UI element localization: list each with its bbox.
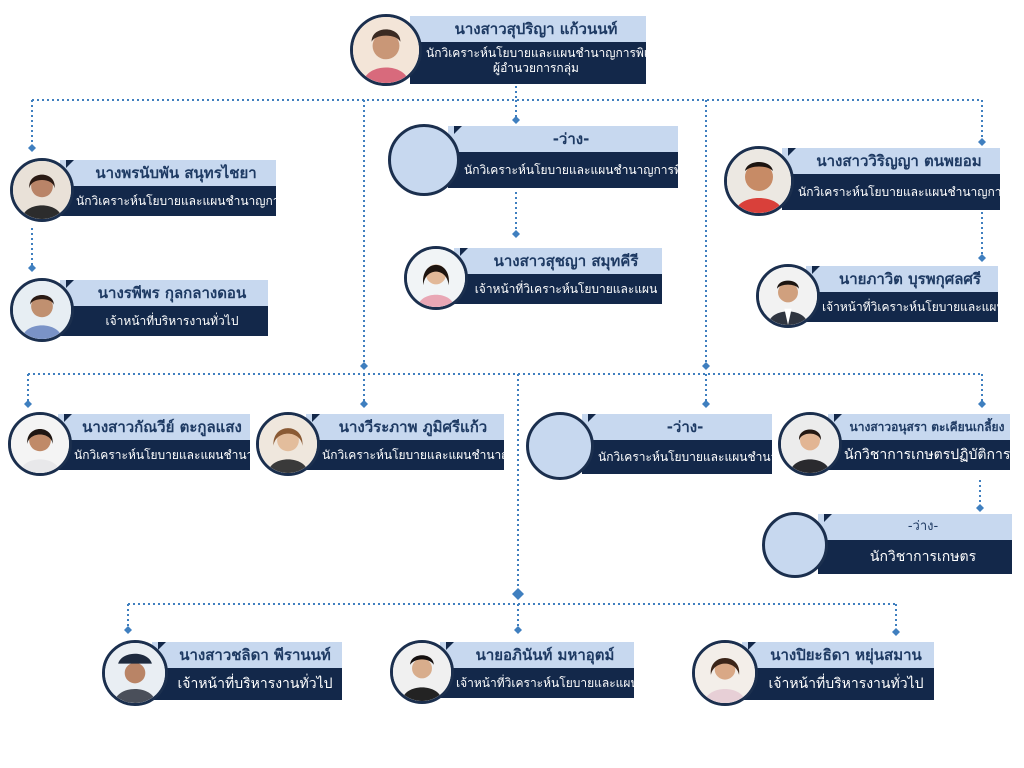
card-bar: นางสาวกัณวีย์ ตะกูลแสง นักวิเคราะห์นโยบา… (58, 414, 250, 476)
card-l2: นางรพีพร กุลกลางดอน เจ้าหน้าที่บริหารงาน… (10, 278, 268, 342)
card-b1: นางสาวชลิดา พีรานนท์ เจ้าหน้าที่บริหารงา… (102, 640, 342, 706)
corner-notch (748, 642, 756, 650)
title-line-1: นักวิเคราะห์นโยบายและแผนชำนาญการพิเศษ (426, 46, 646, 60)
card-bar: นางวีระภาพ ภูมิศรีแก้ว นักวิเคราะห์นโยบา… (306, 414, 504, 476)
person-title: นักวิเคราะห์นโยบายและแผนชำนาญการพิเศษ (448, 152, 678, 188)
card-c2: นางสาวสุชญา สมุทคีรี เจ้าหน้าที่วิเคราะห… (404, 246, 662, 310)
card-bar: นายอภินันท์ มหาอุตม์ เจ้าหน้าที่วิเคราะห… (440, 642, 634, 704)
card-bar: นางสาวสุชญา สมุทคีรี เจ้าหน้าที่วิเคราะห… (454, 248, 662, 310)
corner-notch (834, 414, 842, 422)
card-bar: นางสาวชลิดา พีรานนท์ เจ้าหน้าที่บริหารงา… (152, 642, 342, 706)
vacant-photo-placeholder (388, 124, 460, 196)
person-title: เจ้าหน้าที่บริหารงานทั่วไป (742, 668, 934, 700)
card-r2: นายภาวิต บุรพกุศลศรี เจ้าหน้าที่วิเคราะห… (756, 264, 998, 328)
vacant-photo-placeholder (526, 412, 594, 480)
card-bar: นางพรนับพัน สนุทรไชยา นักวิเคราะห์นโยบาย… (60, 160, 276, 222)
card-m5: -ว่าง- นักวิชาการเกษตร (762, 512, 1012, 578)
avatar-photo (10, 278, 74, 342)
person-name: นางวีระภาพ ภูมิศรีแก้ว (306, 414, 504, 440)
avatar-photo (102, 640, 168, 706)
avatar-photo (256, 412, 320, 476)
card-m1: นางสาวกัณวีย์ ตะกูลแสง นักวิเคราะห์นโยบา… (8, 412, 250, 476)
avatar-photo (8, 412, 72, 476)
card-bar: -ว่าง- นักวิชาการเกษตร (818, 514, 1012, 578)
person-name: นางสาววิริญญา ตนพยอม (782, 148, 1000, 174)
person-name: นางสาวชลิดา พีรานนท์ (152, 642, 342, 668)
card-bar: -ว่าง- นักวิเคราะห์นโยบายและแผนชำนาญการ (582, 414, 772, 480)
avatar-photo (756, 264, 820, 328)
corner-notch (66, 280, 74, 288)
person-title: เจ้าหน้าที่บริหารงานทั่วไป (152, 668, 342, 700)
card-r1: นางสาววิริญญา ตนพยอม นักวิเคราะห์นโยบายแ… (724, 146, 1000, 216)
person-title: เจ้าหน้าที่วิเคราะห์นโยบายและแผน (440, 668, 634, 698)
card-head: นางสาวสุปริญา แก้วนนท์ นักวิเคราะห์นโยบา… (350, 14, 646, 88)
person-title: นักวิเคราะห์นโยบายและแผนชำนาญการ (58, 440, 250, 470)
avatar-photo (692, 640, 758, 706)
card-bar: นางสาววิริญญา ตนพยอม นักวิเคราะห์นโยบายแ… (782, 148, 1000, 216)
avatar-photo (10, 158, 74, 222)
person-title: เจ้าหน้าที่วิเคราะห์นโยบายและแผน (454, 274, 662, 304)
corner-notch (824, 514, 832, 522)
person-name: นางพรนับพัน สนุทรไชยา (60, 160, 276, 186)
avatar-photo (390, 640, 454, 704)
person-title: นักวิชาการเกษตร (818, 540, 1012, 574)
corner-notch (312, 414, 320, 422)
person-title: นักวิเคราะห์นโยบายและแผนชำนาญการพิเศษ ผู… (410, 42, 646, 84)
card-l1: นางพรนับพัน สนุทรไชยา นักวิเคราะห์นโยบาย… (10, 158, 276, 222)
card-bar: นางสาวสุปริญา แก้วนนท์ นักวิเคราะห์นโยบา… (410, 16, 646, 88)
corner-notch (454, 126, 462, 134)
card-m3: -ว่าง- นักวิเคราะห์นโยบายและแผนชำนาญการ (526, 412, 772, 480)
card-bar: นางรพีพร กุลกลางดอน เจ้าหน้าที่บริหารงาน… (60, 280, 268, 342)
vacant-photo-placeholder (762, 512, 828, 578)
card-bar: -ว่าง- นักวิเคราะห์นโยบายและแผนชำนาญการพ… (448, 126, 678, 194)
person-title: นักวิเคราะห์นโยบายและแผนชำนาญการ (782, 174, 1000, 210)
avatar-photo (404, 246, 468, 310)
corner-notch (64, 414, 72, 422)
person-title: นักวิเคราะห์นโยบายและแผนชำนาญการ (306, 440, 504, 470)
person-name: -ว่าง- (818, 514, 1012, 540)
card-m4: นางสาวอนุสรา ตะเคียนเกลี้ยง นักวิชาการเก… (778, 412, 1010, 476)
person-name: นางสาวสุปริญา แก้วนนท์ (410, 16, 646, 42)
person-title: เจ้าหน้าที่วิเคราะห์นโยบายและแผน (806, 292, 998, 322)
corner-notch (66, 160, 74, 168)
person-title: เจ้าหน้าที่บริหารงานทั่วไป (60, 306, 268, 336)
title-line-2: ผู้อำนวยการกลุ่ม (493, 61, 579, 75)
corner-notch (446, 642, 454, 650)
avatar-photo (724, 146, 794, 216)
person-name: นางสาวอนุสรา ตะเคียนเกลี้ยง (828, 414, 1010, 440)
avatar-photo (350, 14, 422, 86)
person-name: นางปิยะธิดา หยุ่นสมาน (742, 642, 934, 668)
corner-notch (812, 266, 820, 274)
corner-notch (158, 642, 166, 650)
corner-notch (460, 248, 468, 256)
card-b2: นายอภินันท์ มหาอุตม์ เจ้าหน้าที่วิเคราะห… (390, 640, 634, 704)
corner-notch (588, 414, 596, 422)
card-bar: นางปิยะธิดา หยุ่นสมาน เจ้าหน้าที่บริหารง… (742, 642, 934, 706)
card-bar: นางสาวอนุสรา ตะเคียนเกลี้ยง นักวิชาการเก… (828, 414, 1010, 476)
person-title: นักวิเคราะห์นโยบายและแผนชำนาญการ (60, 186, 276, 216)
card-c1: -ว่าง- นักวิเคราะห์นโยบายและแผนชำนาญการพ… (388, 124, 678, 196)
card-b3: นางปิยะธิดา หยุ่นสมาน เจ้าหน้าที่บริหารง… (692, 640, 934, 706)
person-name: นางรพีพร กุลกลางดอน (60, 280, 268, 306)
corner-notch (788, 148, 796, 156)
person-name: นายภาวิต บุรพกุศลศรี (806, 266, 998, 292)
person-name: นายอภินันท์ มหาอุตม์ (440, 642, 634, 668)
avatar-photo (778, 412, 842, 476)
person-title: นักวิชาการเกษตรปฏิบัติการ (828, 440, 1010, 470)
person-name: -ว่าง- (448, 126, 678, 152)
card-m2: นางวีระภาพ ภูมิศรีแก้ว นักวิเคราะห์นโยบา… (256, 412, 504, 476)
person-title: นักวิเคราะห์นโยบายและแผนชำนาญการ (582, 440, 772, 474)
person-name: -ว่าง- (582, 414, 772, 440)
card-bar: นายภาวิต บุรพกุศลศรี เจ้าหน้าที่วิเคราะห… (806, 266, 998, 328)
person-name: นางสาวกัณวีย์ ตะกูลแสง (58, 414, 250, 440)
person-name: นางสาวสุชญา สมุทคีรี (454, 248, 662, 274)
